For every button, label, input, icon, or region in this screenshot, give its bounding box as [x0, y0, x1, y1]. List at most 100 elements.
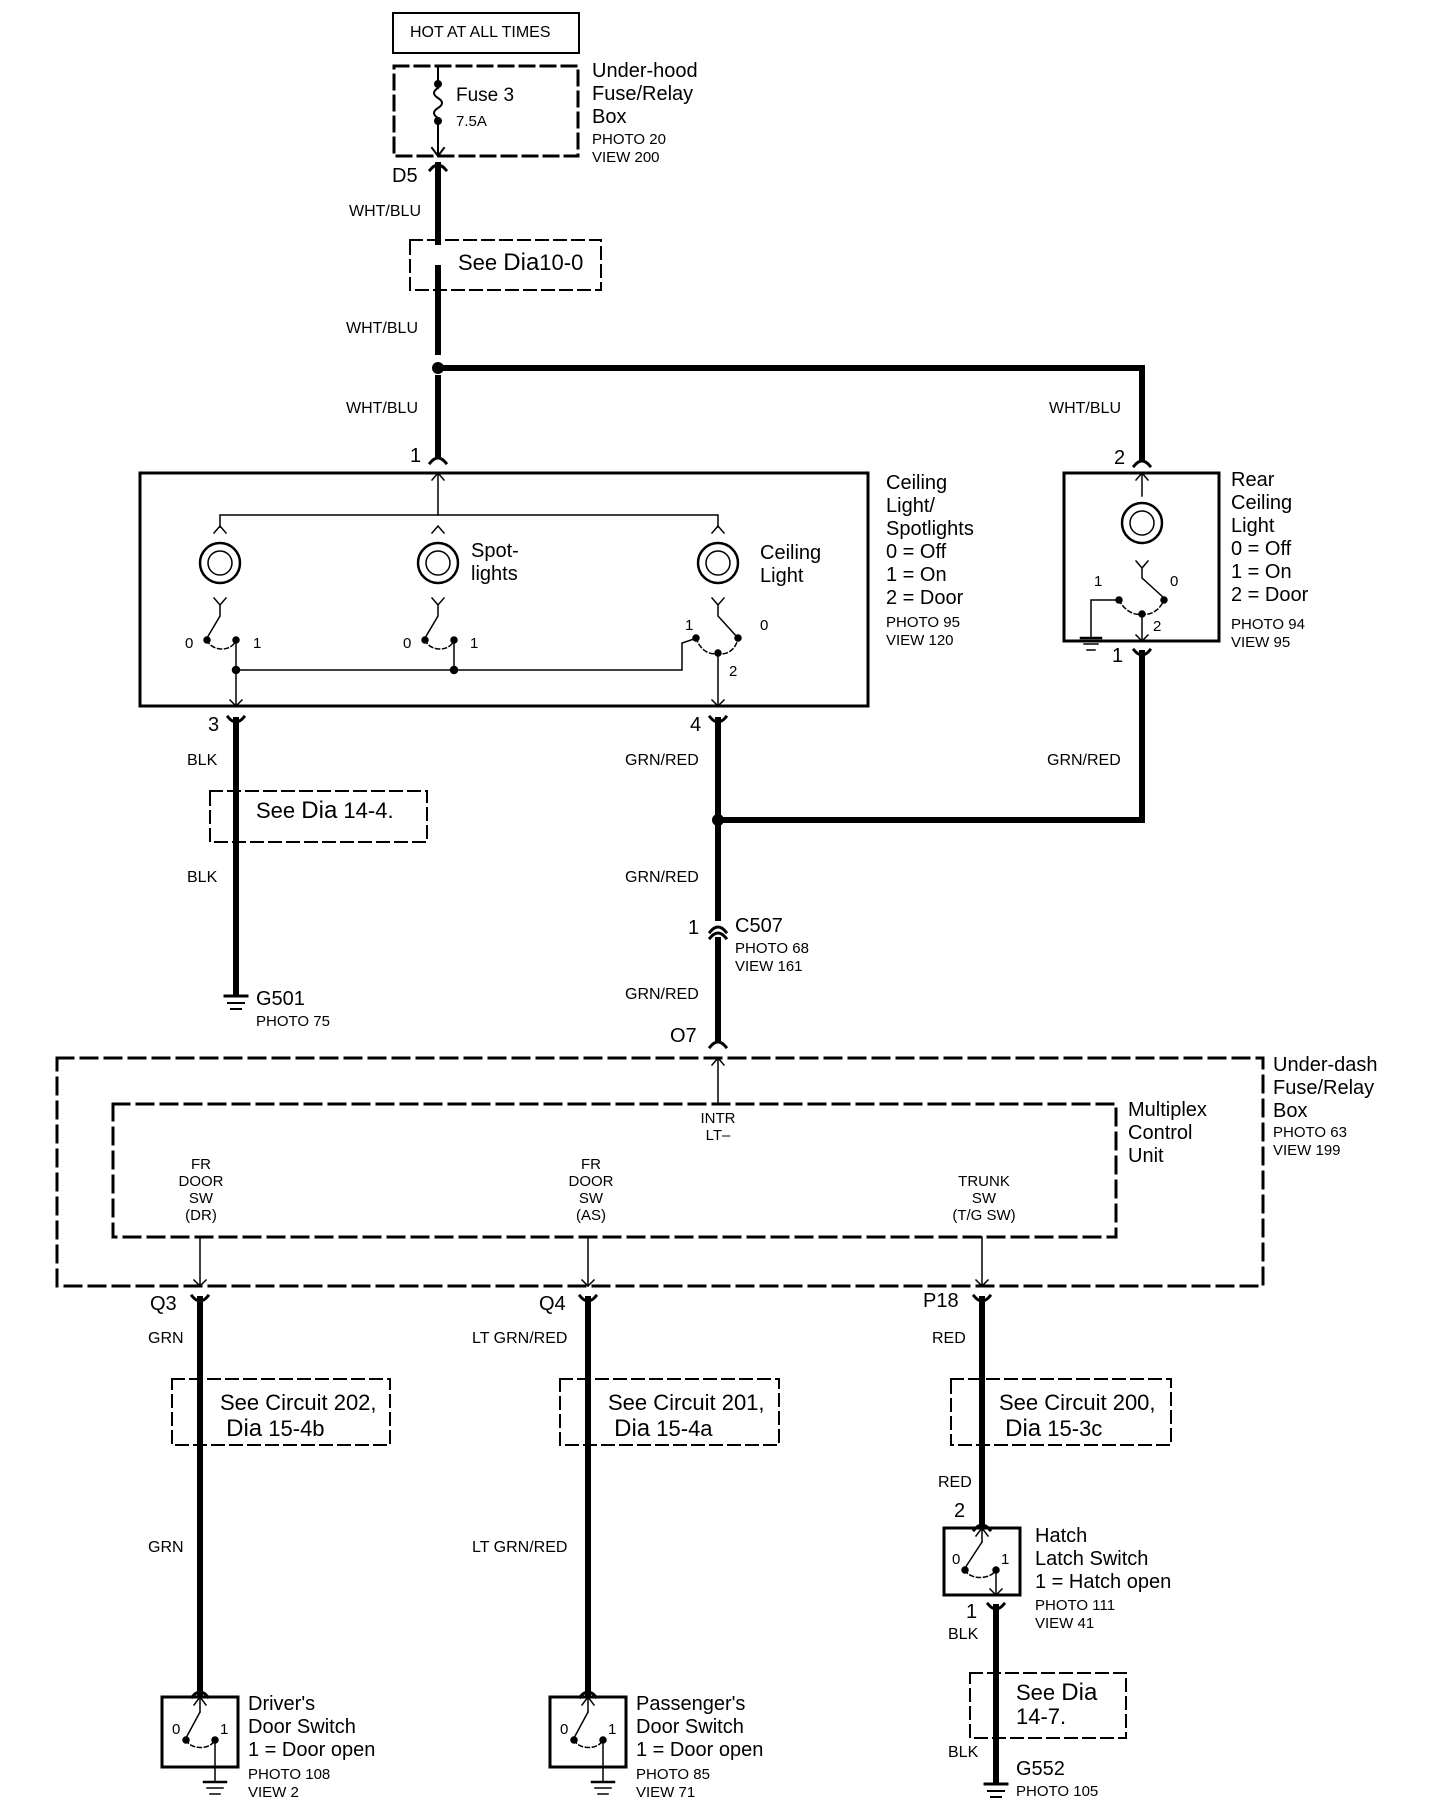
ceiling-sw-pos-2: 2 [729, 663, 738, 680]
wire-label-grn-2: GRN [148, 1539, 184, 1556]
passenger-sw-pos-1: 1 [608, 1721, 617, 1738]
rear-light-internals [1079, 471, 1168, 651]
rear-sw-pos-0: 0 [1170, 573, 1179, 590]
see-circuit-200-text: See Circuit 200, Dia 15-3c [999, 1390, 1156, 1442]
ground-g552-photo: PHOTO 105 [1016, 1783, 1099, 1800]
wire-label-wht-blu-rear: WHT/BLU [1049, 400, 1121, 417]
lt-grn-red-wire-passenger [577, 1293, 599, 1700]
hatch-switch-internals [961, 1526, 1004, 1597]
ceiling-sw-pos-0: 0 [760, 617, 769, 634]
grn-wire-driver [189, 1293, 211, 1700]
rear-sw-pos-1: 1 [1094, 573, 1103, 590]
ceiling-pin-1: 1 [410, 445, 422, 467]
rear-light-view: VIEW 95 [1231, 634, 1291, 651]
blk-wire-g552 [983, 1601, 1009, 1798]
see-circuit-202-text: See Circuit 202, Dia 15-4b [220, 1390, 377, 1442]
underdash-photo: PHOTO 63 [1273, 1124, 1347, 1141]
wht-blu-wire-to-rear [435, 365, 1145, 461]
see-circuit-201-text: See Circuit 201, Dia 15-4a [608, 1390, 765, 1442]
hatch-sw-pos-1: 1 [1001, 1551, 1010, 1568]
hatch-sw-pos-0: 0 [952, 1551, 961, 1568]
wire-label-wht-blu-3: WHT/BLU [346, 400, 418, 417]
pin-p18: P18 [923, 1290, 959, 1312]
hatch-photo: PHOTO 111 [1035, 1597, 1116, 1614]
ceiling-sw-pos-1: 1 [685, 617, 694, 634]
ceiling-pin-3: 3 [208, 714, 220, 736]
wire-label-blk-hatch-1: BLK [948, 1626, 979, 1643]
see-circuit-200-box [950, 1378, 1172, 1446]
mcu-internal-leads [192, 1056, 990, 1288]
driver-switch-photo: PHOTO 108 [248, 1766, 331, 1783]
rear-pin-1: 1 [1112, 645, 1124, 667]
grn-red-wire-main [707, 714, 729, 1050]
c507-view: VIEW 161 [735, 958, 803, 975]
pin-d5: D5 [392, 165, 418, 187]
c507-pin-1: 1 [688, 917, 700, 939]
hot-at-all-times-box [392, 12, 580, 54]
ceiling-pin-4: 4 [690, 714, 702, 736]
wire-label-wht-blu-2: WHT/BLU [346, 320, 418, 337]
see-dia-14-7-text: See Dia 14-7. [1016, 1679, 1098, 1729]
ceiling-light-box [138, 471, 870, 708]
wire-label-grn-red-2: GRN/RED [625, 869, 699, 886]
underhood-fuse-box-outline [392, 64, 580, 158]
multiplex-control-unit-outline [111, 1102, 1118, 1239]
wire-label-red-1: RED [932, 1330, 966, 1347]
see-dia-10-0-text: See Dia10-0 [458, 249, 584, 276]
spot-right-pos-1: 1 [470, 635, 479, 652]
pin-q4: Q4 [539, 1293, 566, 1315]
see-dia-14-4-text: See Dia 14-4. [256, 797, 394, 824]
spot-left-pos-0: 0 [185, 635, 194, 652]
driver-sw-pos-1: 1 [220, 1721, 229, 1738]
spot-left-pos-1: 1 [253, 635, 262, 652]
ceiling-light-view: VIEW 120 [886, 632, 954, 649]
fuse-rating: 7.5A [456, 113, 487, 130]
rear-sw-pos-2: 2 [1153, 618, 1162, 635]
wire-label-blk-1: BLK [187, 752, 218, 769]
ceiling-light-photo: PHOTO 95 [886, 614, 960, 631]
blk-wire-g501 [223, 714, 249, 1010]
c507-name: C507 [735, 915, 783, 937]
wht-blu-wire-main [427, 162, 449, 466]
hot-at-all-times-label: HOT AT ALL TIMES [410, 24, 551, 41]
fuse-3-symbol [430, 65, 446, 158]
hatch-pin-2: 2 [954, 1500, 966, 1522]
spotlights-label: Spot-lights [471, 540, 519, 585]
underdash-view: VIEW 199 [1273, 1142, 1341, 1159]
driver-sw-pos-0: 0 [172, 1721, 181, 1738]
wire-label-red-2: RED [938, 1474, 972, 1491]
ceiling-light-internals [198, 471, 742, 708]
see-circuit-201-box [559, 1378, 780, 1446]
underhood-box-photo: PHOTO 20 [592, 131, 666, 148]
wire-label-grn-1: GRN [148, 1330, 184, 1347]
ground-g501-photo: PHOTO 75 [256, 1013, 330, 1030]
wire-label-grn-red-3: GRN/RED [625, 986, 699, 1003]
see-dia-14-7-box [969, 1672, 1127, 1739]
driver-switch-view: VIEW 2 [248, 1784, 299, 1801]
rear-pin-2: 2 [1114, 447, 1126, 469]
red-wire-hatch [971, 1293, 993, 1533]
wire-label-grn-red-rear: GRN/RED [1047, 752, 1121, 769]
spot-right-pos-0: 0 [403, 635, 412, 652]
passenger-switch-photo: PHOTO 85 [636, 1766, 710, 1783]
wire-label-wht-blu-1: WHT/BLU [349, 203, 421, 220]
passenger-sw-pos-0: 0 [560, 1721, 569, 1738]
passenger-switch-view: VIEW 71 [636, 1784, 696, 1801]
wire-label-lt-grn-red-2: LT GRN/RED [472, 1539, 568, 1556]
underdash-pin-o7: O7 [670, 1025, 697, 1047]
ground-g501-name: G501 [256, 988, 305, 1010]
see-dia-14-4-box [209, 790, 428, 843]
